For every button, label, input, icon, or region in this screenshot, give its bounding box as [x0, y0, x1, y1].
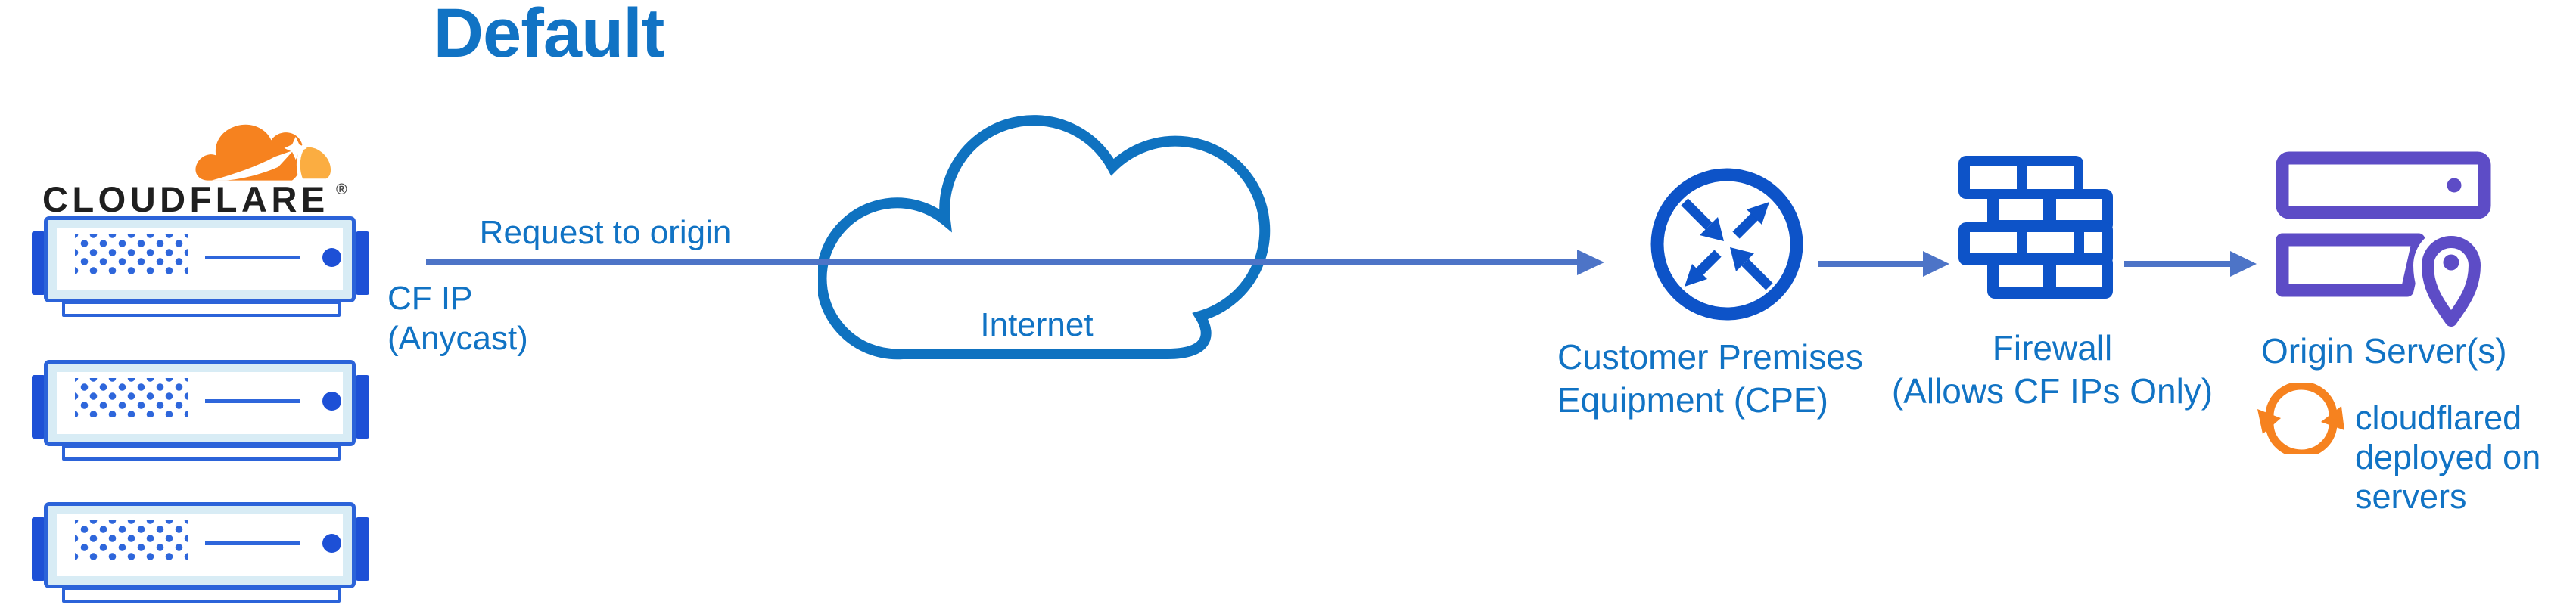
server-side-tab	[356, 517, 369, 581]
server-side-tab	[356, 231, 369, 295]
cpe-to-firewall-arrowhead	[1923, 251, 1949, 277]
server-side-tab	[32, 517, 45, 581]
origin-servers-icon	[2276, 151, 2491, 332]
server-chassis	[44, 360, 356, 446]
cloudflared-note-line3: servers	[2355, 477, 2467, 516]
cpe-label: Customer Premises Equipment (CPE)	[1557, 336, 1863, 422]
server-chassis	[44, 216, 356, 302]
server-led-indicator	[322, 392, 341, 411]
request-arrow-shaft	[426, 259, 1579, 265]
cf-sparkle-shape	[284, 136, 307, 160]
server-pedestal	[62, 445, 341, 460]
server-faceplate	[57, 514, 343, 576]
server-vent-dots	[75, 520, 188, 560]
firewall-to-origin-arrowhead	[2230, 251, 2257, 277]
cloudflared-note-line2: deployed on	[2355, 438, 2541, 476]
server-side-tab	[32, 231, 45, 295]
cloudflare-wordmark: CLOUDFLARE	[42, 179, 329, 219]
firewall-label: Firewall (Allows CF IPs Only)	[1886, 327, 2219, 413]
server-vent-slot	[205, 399, 300, 403]
cloud-outline	[818, 115, 1271, 360]
origin-server-led	[2447, 178, 2462, 193]
cpe-to-firewall-arrow-shaft	[1818, 261, 1924, 267]
server-faceplate	[57, 372, 343, 434]
cloudflared-note-line1: cloudflared	[2355, 398, 2522, 437]
server-vent-dots	[75, 378, 188, 417]
server-side-tab	[356, 375, 369, 439]
location-pin-dot	[2443, 254, 2459, 271]
server-led-indicator	[322, 248, 341, 267]
internet-cloud-icon	[818, 115, 1271, 360]
server-vent-slot	[205, 541, 300, 545]
firewall-brick-icon	[1958, 156, 2113, 299]
server-pedestal	[62, 301, 341, 317]
server-pedestal	[62, 587, 341, 603]
cloudflared-sync-icon	[2257, 383, 2344, 454]
firewall-brick-holes	[1970, 166, 2102, 287]
origin-server-bar-bottom	[2276, 233, 2425, 297]
edge-server-unit	[32, 360, 369, 479]
server-vent-slot	[205, 256, 300, 259]
server-vent-dots	[75, 234, 188, 274]
cf-ip-label: CF IP (Anycast)	[387, 278, 528, 358]
server-side-tab	[32, 375, 45, 439]
registered-trademark-symbol: ®	[336, 181, 347, 198]
cpe-router-icon	[1650, 168, 1803, 321]
sync-arcs	[2265, 383, 2338, 454]
location-pin-icon	[2422, 236, 2481, 327]
edge-server-unit	[32, 502, 369, 614]
cf-ip-label-line1: CF IP	[387, 280, 473, 317]
cf-ip-label-line2: (Anycast)	[387, 320, 528, 357]
origin-servers-label: Origin Server(s)	[2261, 331, 2507, 371]
cloudflare-logo-icon	[195, 124, 334, 183]
cpe-label-line1: Customer Premises	[1557, 337, 1863, 377]
cf-cloud-light-shape	[296, 144, 334, 183]
server-chassis	[44, 502, 356, 588]
diagram-title: Default	[433, 0, 665, 72]
cpe-arrows	[1681, 198, 1773, 290]
firewall-label-line1: Firewall	[1992, 328, 2113, 367]
cpe-circle	[1650, 168, 1803, 321]
internet-label: Internet	[980, 306, 1094, 343]
firewall-label-line2: (Allows CF IPs Only)	[1891, 371, 2214, 411]
cpe-label-line2: Equipment (CPE)	[1557, 380, 1828, 420]
origin-server-bar-top	[2276, 151, 2491, 219]
server-faceplate	[57, 228, 343, 290]
server-led-indicator	[322, 534, 341, 553]
edge-server-unit	[32, 216, 369, 336]
request-arrowhead	[1577, 250, 1604, 275]
cf-flare-shape	[211, 150, 294, 181]
firewall-to-origin-arrow-shaft	[2124, 261, 2232, 267]
sync-arrowheads	[2257, 406, 2344, 434]
request-to-origin-label: Request to origin	[479, 214, 732, 251]
cloudflared-note: cloudflared deployed on servers	[2355, 398, 2540, 516]
